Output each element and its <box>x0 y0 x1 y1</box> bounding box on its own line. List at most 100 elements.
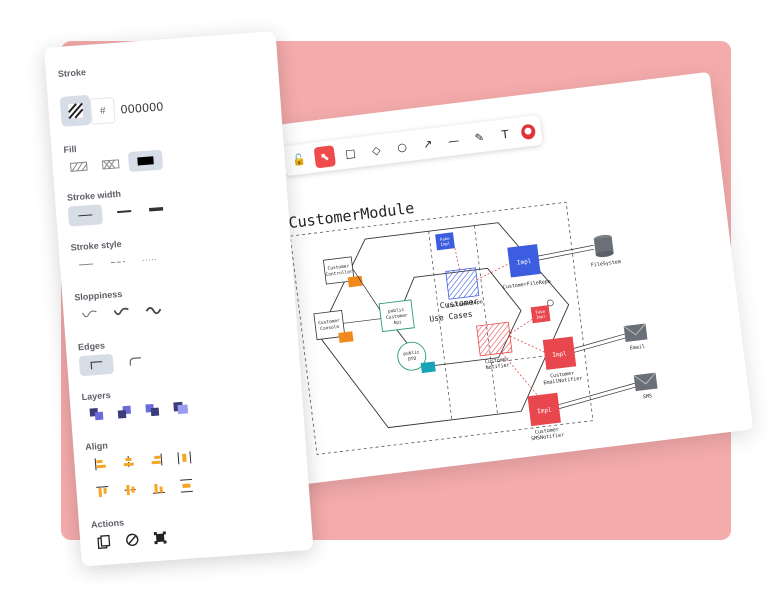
divider-line <box>473 225 498 415</box>
connector-line <box>538 248 595 261</box>
connector-line <box>558 382 635 405</box>
customer-notifier-label: Notifier <box>485 362 510 371</box>
diagram-title: CustomerModule <box>288 199 416 232</box>
stroke-style-solid-option[interactable] <box>71 255 100 275</box>
customer-repo-box[interactable] <box>445 267 480 300</box>
customer-repo-label: CustomerRepo <box>447 299 484 309</box>
customer-notifier-box[interactable] <box>476 321 513 357</box>
customer-controller-label: Customer <box>327 263 350 272</box>
connector-line <box>538 244 594 257</box>
interface-circle-icon <box>546 299 554 307</box>
stroke-style-dotted-option[interactable] <box>135 250 164 270</box>
fake-impl-mid[interactable] <box>530 305 551 324</box>
email-envelope-icon <box>623 323 646 336</box>
group-button[interactable] <box>146 528 175 548</box>
group-icon <box>153 531 167 545</box>
distribute-horizontal-option[interactable] <box>170 448 199 468</box>
stroke-width-extra-bold-option[interactable] <box>141 199 170 219</box>
fill-solid-option[interactable] <box>127 149 164 173</box>
align-top-icon <box>96 485 109 498</box>
layers-section-label: Layers <box>81 390 111 403</box>
dependency-line <box>509 335 545 353</box>
stroke-width-thin-option[interactable] <box>67 204 104 227</box>
impl-label: Impl <box>537 407 553 416</box>
stroke-hex-input[interactable]: 000000 <box>120 99 165 117</box>
sloppiness-artist-option[interactable] <box>107 302 136 322</box>
impl-label: Impl <box>517 258 533 267</box>
align-right-option[interactable] <box>142 450 171 470</box>
fake-impl-label: Impl <box>440 241 451 247</box>
align-center-v-option[interactable] <box>116 480 145 500</box>
bring-forward-option[interactable] <box>138 400 167 420</box>
dependency-line <box>476 263 510 281</box>
hatch-swatch-icon <box>68 102 84 119</box>
fill-cross-hatch-option[interactable] <box>96 154 125 174</box>
send-backward-icon <box>117 405 132 419</box>
stroke-width-bold-option[interactable] <box>110 202 139 222</box>
canvas-window[interactable]: 🔓 ⬉ □ ◇ ○ ↗ — ✎ T ● CustomerModule <box>244 71 754 487</box>
actions-section-label: Actions <box>90 517 125 530</box>
dashed-line-icon <box>110 261 125 264</box>
extra-bold-line-icon <box>148 206 164 212</box>
customer-sms-notifier-impl[interactable] <box>527 392 561 427</box>
align-center-h-option[interactable] <box>114 452 143 472</box>
fill-hachure-option[interactable] <box>64 157 93 177</box>
dependency-line <box>501 352 538 396</box>
squiggle-bold-icon <box>145 307 162 315</box>
divider-line <box>491 351 575 363</box>
public-api-label: public <box>388 307 405 315</box>
customer-email-notifier-impl[interactable] <box>542 336 577 370</box>
edges-sharp-option[interactable] <box>78 353 115 377</box>
dotted-line-icon <box>142 258 157 261</box>
fake-impl-top[interactable] <box>435 232 455 251</box>
file-system-label: FileSystem <box>591 259 622 269</box>
send-to-back-option[interactable] <box>82 404 111 424</box>
hash-icon: # <box>89 97 116 125</box>
connector-line <box>352 268 381 310</box>
distribute-vertical-option[interactable] <box>172 476 201 496</box>
stroke-style-dashed-option[interactable] <box>103 252 132 272</box>
align-center-vertical-icon <box>124 484 137 496</box>
sms-notifier-label: SMSNotifier <box>531 432 565 442</box>
cross-hatch-icon <box>101 159 120 170</box>
fill-section-label: Fill <box>63 143 77 155</box>
bring-forward-icon <box>145 403 160 417</box>
send-to-back-icon <box>89 408 104 421</box>
bring-to-front-icon <box>173 401 189 415</box>
bring-to-front-option[interactable] <box>166 398 195 418</box>
sloppiness-architect-option[interactable] <box>75 304 104 324</box>
public-customer-api-box[interactable] <box>378 299 415 333</box>
email-label: Email <box>630 344 646 352</box>
duplicate-button[interactable] <box>90 532 119 552</box>
folder-icon <box>420 361 436 374</box>
stroke-color-swatch[interactable] <box>59 94 92 127</box>
customer-notifier-label: Customer <box>485 356 510 365</box>
sms-envelope-icon <box>633 372 656 385</box>
sms-notifier-label: Customer <box>535 427 560 436</box>
solid-line-icon <box>78 263 93 266</box>
connector-line <box>574 337 626 353</box>
email-notifier-label: EmailNotifier <box>543 376 583 387</box>
diagram-canvas[interactable]: CustomerModule Customer Controller Custo… <box>245 72 753 486</box>
send-backward-option[interactable] <box>110 402 139 422</box>
delete-button[interactable] <box>118 530 147 550</box>
align-center-horizontal-icon <box>123 455 134 468</box>
align-left-option[interactable] <box>86 454 115 474</box>
align-top-option[interactable] <box>88 482 117 502</box>
public-api-label: Customer <box>386 312 409 321</box>
database-icon <box>595 250 614 258</box>
stroke-width-section-label: Stroke width <box>66 188 122 203</box>
public-dto-circle[interactable] <box>396 341 427 372</box>
edges-section-label: Edges <box>77 340 106 353</box>
folder-icon <box>347 275 363 288</box>
fake-impl-label: Fake <box>440 236 451 242</box>
duplicate-icon <box>97 534 111 550</box>
public-dto-label: DTO <box>408 356 417 363</box>
align-bottom-option[interactable] <box>144 478 173 498</box>
distribute-vertical-icon <box>179 478 193 493</box>
stroke-style-section-label: Stroke style <box>70 238 122 253</box>
sloppiness-cartoonist-option[interactable] <box>139 300 168 320</box>
edges-round-option[interactable] <box>121 351 150 371</box>
customer-file-repo-impl[interactable] <box>507 244 541 278</box>
connector-line <box>343 318 381 324</box>
